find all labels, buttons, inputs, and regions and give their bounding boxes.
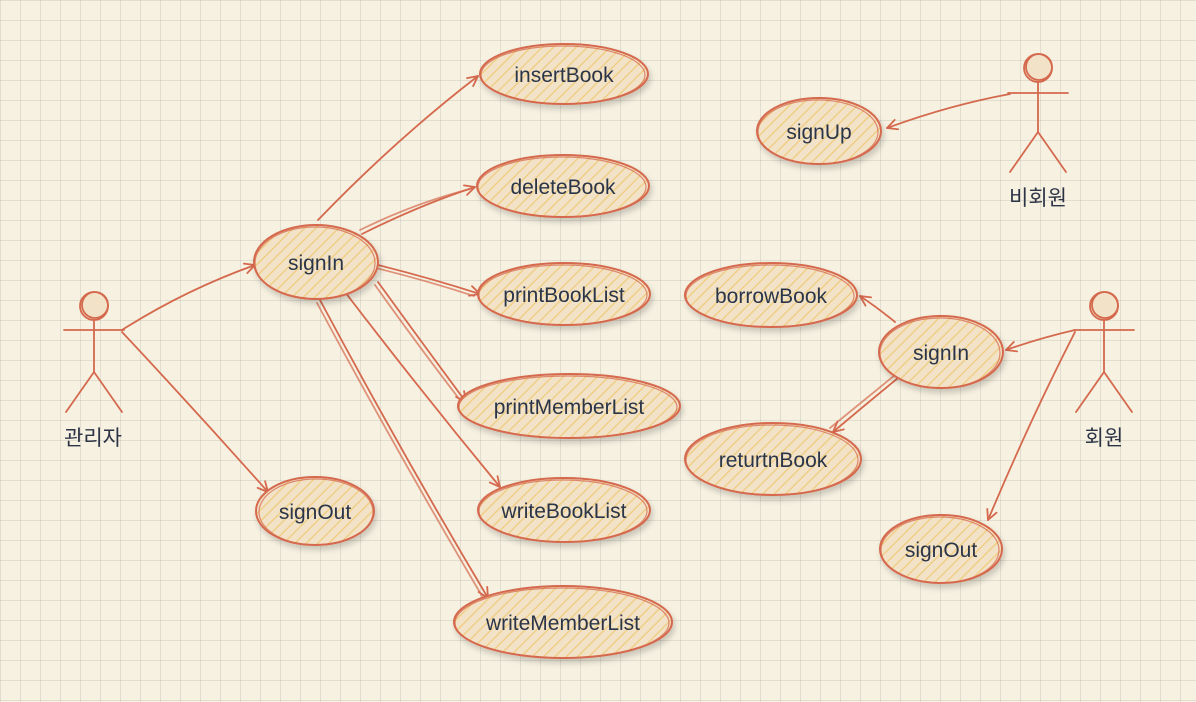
usecase-print-book-list[interactable]: printBookList: [477, 262, 651, 326]
actor-label: 비회원: [1009, 186, 1067, 210]
usecase-label: borrowBook: [715, 285, 828, 308]
usecase-label: printBookList: [503, 284, 625, 307]
use-cases: signIn signOut insertBook deleteBook pri…: [253, 43, 1004, 659]
usecase-label: signOut: [279, 501, 352, 524]
usecase-label: deleteBook: [510, 176, 616, 199]
usecase-print-member-list[interactable]: printMemberList: [457, 373, 681, 439]
edge-signin-returnbook: [832, 377, 899, 433]
edge-signin-writebooklist: [344, 291, 501, 488]
usecase-insert-book[interactable]: insertBook: [479, 43, 649, 105]
usecase-member-signin[interactable]: signIn: [878, 315, 1004, 389]
usecase-admin-signout[interactable]: signOut: [255, 476, 375, 546]
edge-signin-returnbook-2: [829, 374, 896, 429]
stick-figure-icon: [63, 291, 125, 413]
usecase-label: printMemberList: [494, 396, 645, 419]
edge-signin-printbooklist-2: [375, 267, 475, 297]
usecase-borrow-book[interactable]: borrowBook: [684, 262, 858, 328]
edge-signin-deletebook-2: [359, 188, 471, 231]
usecase-sign-up[interactable]: signUp: [756, 97, 882, 165]
edge-signin-borrowbook: [859, 295, 896, 323]
usecase-write-book-list[interactable]: writeBookList: [477, 477, 651, 543]
edge-signin-writememberlist: [319, 299, 489, 599]
edge-signin-printmemberlist: [377, 281, 467, 403]
actor-member[interactable]: 회원: [1073, 291, 1135, 450]
usecase-label: signOut: [905, 539, 978, 562]
edge-signin-deletebook: [361, 184, 476, 235]
edge-signin-insertbook: [317, 75, 479, 221]
edge-guest-signup: [886, 93, 1011, 131]
usecase-label: writeBookList: [501, 500, 627, 523]
usecase-label: insertBook: [514, 64, 614, 87]
actor-guest[interactable]: 비회원: [1007, 53, 1069, 210]
edge-admin-signin: [121, 262, 256, 331]
edge-signin-printbooklist: [377, 264, 481, 297]
usecase-admin-signin[interactable]: signIn: [253, 224, 379, 300]
usecase-write-member-list[interactable]: writeMemberList: [453, 585, 673, 659]
edge-signin-writememberlist-2: [316, 302, 483, 597]
usecase-label: returtnBook: [719, 449, 828, 472]
associations: [121, 75, 1076, 599]
usecase-delete-book[interactable]: deleteBook: [476, 154, 650, 218]
usecase-return-book[interactable]: returtnBook: [684, 422, 862, 496]
usecase-label: signUp: [786, 121, 851, 144]
edge-member-signin: [1005, 329, 1076, 353]
usecase-member-signout[interactable]: signOut: [879, 514, 1003, 584]
edge-admin-signout: [121, 331, 269, 493]
stick-figure-icon: [1073, 291, 1135, 413]
edge-member-signout: [986, 331, 1076, 521]
actor-label: 관리자: [64, 426, 122, 450]
actor-label: 회원: [1085, 426, 1124, 450]
usecase-label: writeMemberList: [485, 612, 640, 635]
edge-signin-printmemberlist-2: [374, 284, 461, 401]
usecase-label: signIn: [288, 252, 344, 275]
stick-figure-icon: [1007, 53, 1069, 173]
usecase-label: signIn: [913, 342, 969, 365]
actor-admin[interactable]: 관리자: [63, 291, 125, 450]
